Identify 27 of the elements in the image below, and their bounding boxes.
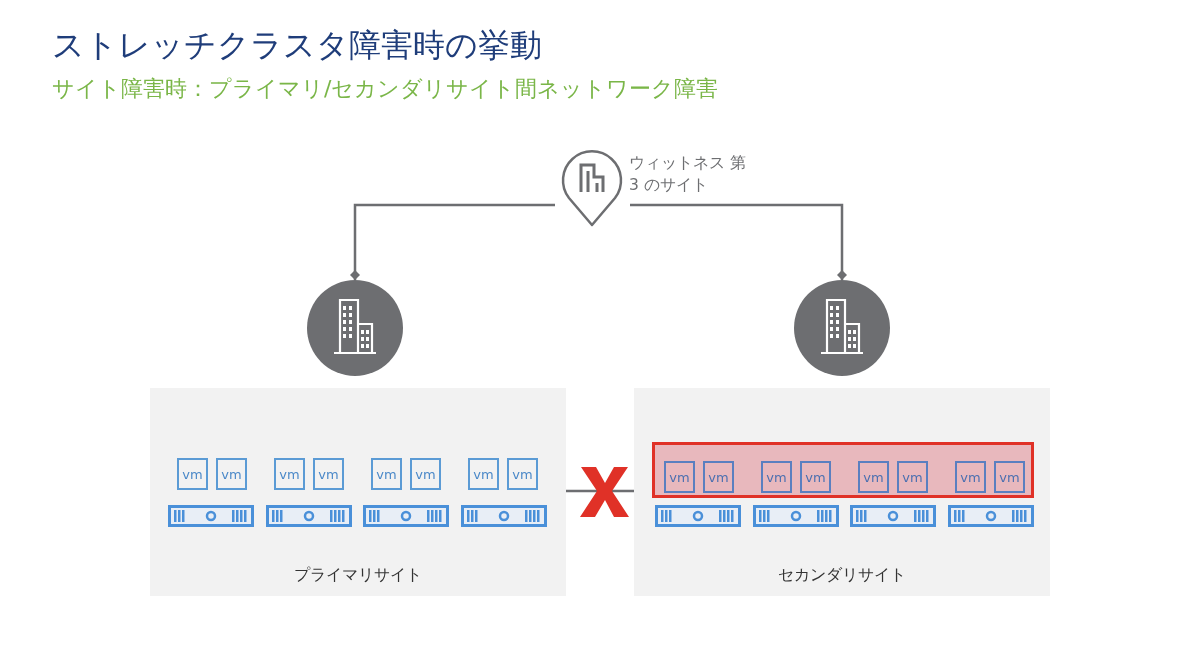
- connector-line: [630, 203, 847, 280]
- vm-box: vm: [800, 461, 831, 493]
- site-label: セカンダリサイト: [777, 565, 907, 586]
- vm-box: vm: [410, 458, 441, 490]
- title: ストレッチクラスタ障害時の挙動: [52, 25, 542, 66]
- vm-box: vm: [313, 458, 344, 490]
- vm-box: vm: [177, 458, 208, 490]
- subtitle: サイト障害時：プライマリ/セカンダリサイト間ネットワーク障害: [52, 75, 719, 103]
- vm-box: vm: [507, 458, 538, 490]
- site-panel: [634, 388, 1050, 596]
- vm-box: vm: [994, 461, 1025, 493]
- vm-box: vm: [664, 461, 695, 493]
- vm-box: vm: [274, 458, 305, 490]
- caption-text: ウィットネス 第 3 のサイト: [629, 153, 747, 196]
- location-pin: [560, 148, 624, 228]
- vm-box: vm: [897, 461, 928, 493]
- vm-box: vm: [955, 461, 986, 493]
- vm-box: vm: [371, 458, 402, 490]
- vm-box: vm: [216, 458, 247, 490]
- site-panel: [150, 388, 566, 596]
- vm-box: vm: [468, 458, 499, 490]
- vm-box: vm: [761, 461, 792, 493]
- site-label: プライマリサイト: [293, 565, 423, 586]
- vm-box: vm: [703, 461, 734, 493]
- vm-box: vm: [858, 461, 889, 493]
- highlight-band: [652, 442, 1034, 498]
- connector-line: [350, 203, 555, 280]
